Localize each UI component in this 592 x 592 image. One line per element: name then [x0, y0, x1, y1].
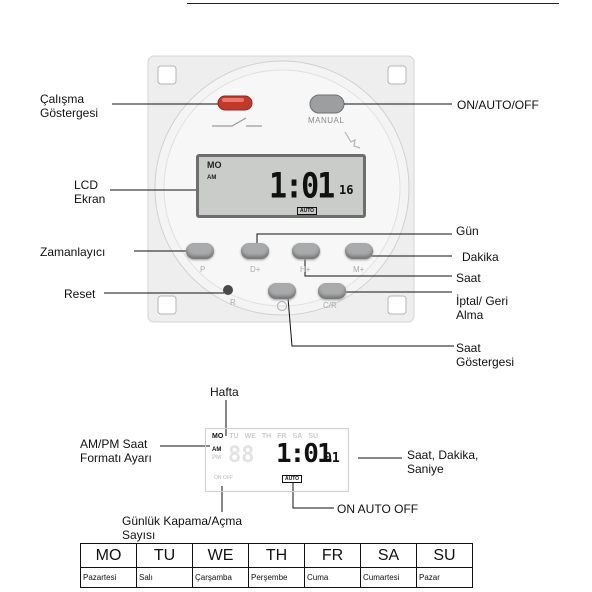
lcd-day: MO [207, 160, 222, 170]
day-name: Cuma [304, 567, 361, 588]
top-rule [187, 3, 559, 4]
lcd2-onoff: ON OFF [214, 475, 233, 481]
lcd2-day-tu: TU [229, 433, 239, 440]
day-button[interactable] [241, 243, 269, 259]
hour-button[interactable] [292, 243, 320, 259]
label-hafta: Hafta [210, 385, 239, 399]
day-name: Pazar [416, 567, 473, 588]
btn-label-r: R [230, 298, 236, 307]
label-dakika: Dakika [462, 250, 499, 264]
lcd2-ghost-digits: 88 [228, 443, 255, 468]
cancel-recall-button[interactable] [318, 283, 346, 299]
label-saat-dakika-saniye: Saat, Dakika, Saniye [407, 448, 479, 476]
day-name: Çarşamba [192, 567, 249, 588]
day-code: TH [248, 543, 305, 568]
manual-label: MANUAL [308, 116, 345, 125]
label-gunluk: Günlük Kapama/Açma Sayısı [122, 514, 243, 542]
lcd2-seconds: 01 [324, 451, 340, 466]
label-zamanlayici: Zamanlayıcı [40, 245, 106, 259]
lcd2-day-mo: MO [212, 433, 224, 440]
reset-button[interactable] [223, 285, 233, 295]
lcd2-time: 1:01 [276, 439, 333, 469]
label-on-auto-off-2: ON AUTO OFF [337, 502, 419, 516]
lcd-screen: MO AM 1:01 16 AUTO [196, 154, 366, 218]
lcd2-day-we: WE [244, 433, 256, 440]
label-iptal: İptal/ Geri Alma [456, 294, 509, 322]
day-code: SA [360, 543, 417, 568]
minute-button[interactable] [345, 243, 373, 259]
lcd2-am: AM [212, 447, 222, 453]
label-on-auto-off: ON/AUTO/OFF [457, 98, 539, 112]
label-gun: Gün [456, 224, 479, 238]
days-table-header-row: MO TU WE TH FR SA SU [80, 543, 473, 568]
label-reset: Reset [64, 287, 96, 301]
label-calisma: Çalışma Göstergesi [40, 92, 99, 120]
lcd2-auto: AUTO [282, 475, 303, 483]
timer-button[interactable] [186, 243, 214, 259]
label-lcd-ekran: LCD Ekran [74, 178, 106, 206]
btn-label-cr: C/R [323, 301, 337, 310]
lcd-ampm: AM [207, 175, 217, 181]
btn-label-d: D+ [250, 265, 261, 274]
label-saat: Saat [456, 271, 481, 285]
lcd-auto: AUTO [297, 207, 318, 215]
day-name: Perşembe [248, 567, 305, 588]
label-ampm: AM/PM Saat Formatı Ayarı [80, 437, 152, 465]
lcd2-pm: PM [212, 455, 221, 461]
lcd2-day-su: SU [308, 433, 319, 440]
lcd2-day-th: TH [261, 433, 272, 440]
days-table: MO TU WE TH FR SA SU Pazartesi Salı Çarş… [80, 543, 473, 588]
btn-label-m: M+ [353, 265, 365, 274]
day-name: Salı [136, 567, 193, 588]
lcd-time: 1:01 [269, 166, 335, 207]
days-table-name-row: Pazartesi Salı Çarşamba Perşembe Cuma Cu… [80, 567, 473, 588]
clock-button[interactable] [268, 283, 296, 299]
day-code: SU [416, 543, 473, 568]
label-saat-gostergesi: Saat Göstergesi [456, 341, 515, 369]
day-name: Pazartesi [80, 567, 137, 588]
lcd2-day-fr: FR [277, 433, 287, 440]
btn-label-p: P [200, 265, 206, 274]
clock-icon [277, 301, 287, 311]
lcd2-day-sa: SA [292, 433, 303, 440]
day-code: MO [80, 543, 137, 568]
lcd-diagram: MO TU WE TH FR SA SU AM PM 88 1:01 01 ON OFF A… [205, 428, 349, 492]
day-code: TU [136, 543, 193, 568]
day-code: WE [192, 543, 249, 568]
lcd-diagram-lines [160, 400, 402, 512]
day-code: FR [304, 543, 361, 568]
lcd2-days: MO TU WE TH FR SA SU [212, 433, 318, 440]
day-name: Cumartesi [360, 567, 417, 588]
btn-label-h: H+ [300, 265, 311, 274]
lcd-seconds: 16 [339, 183, 354, 197]
